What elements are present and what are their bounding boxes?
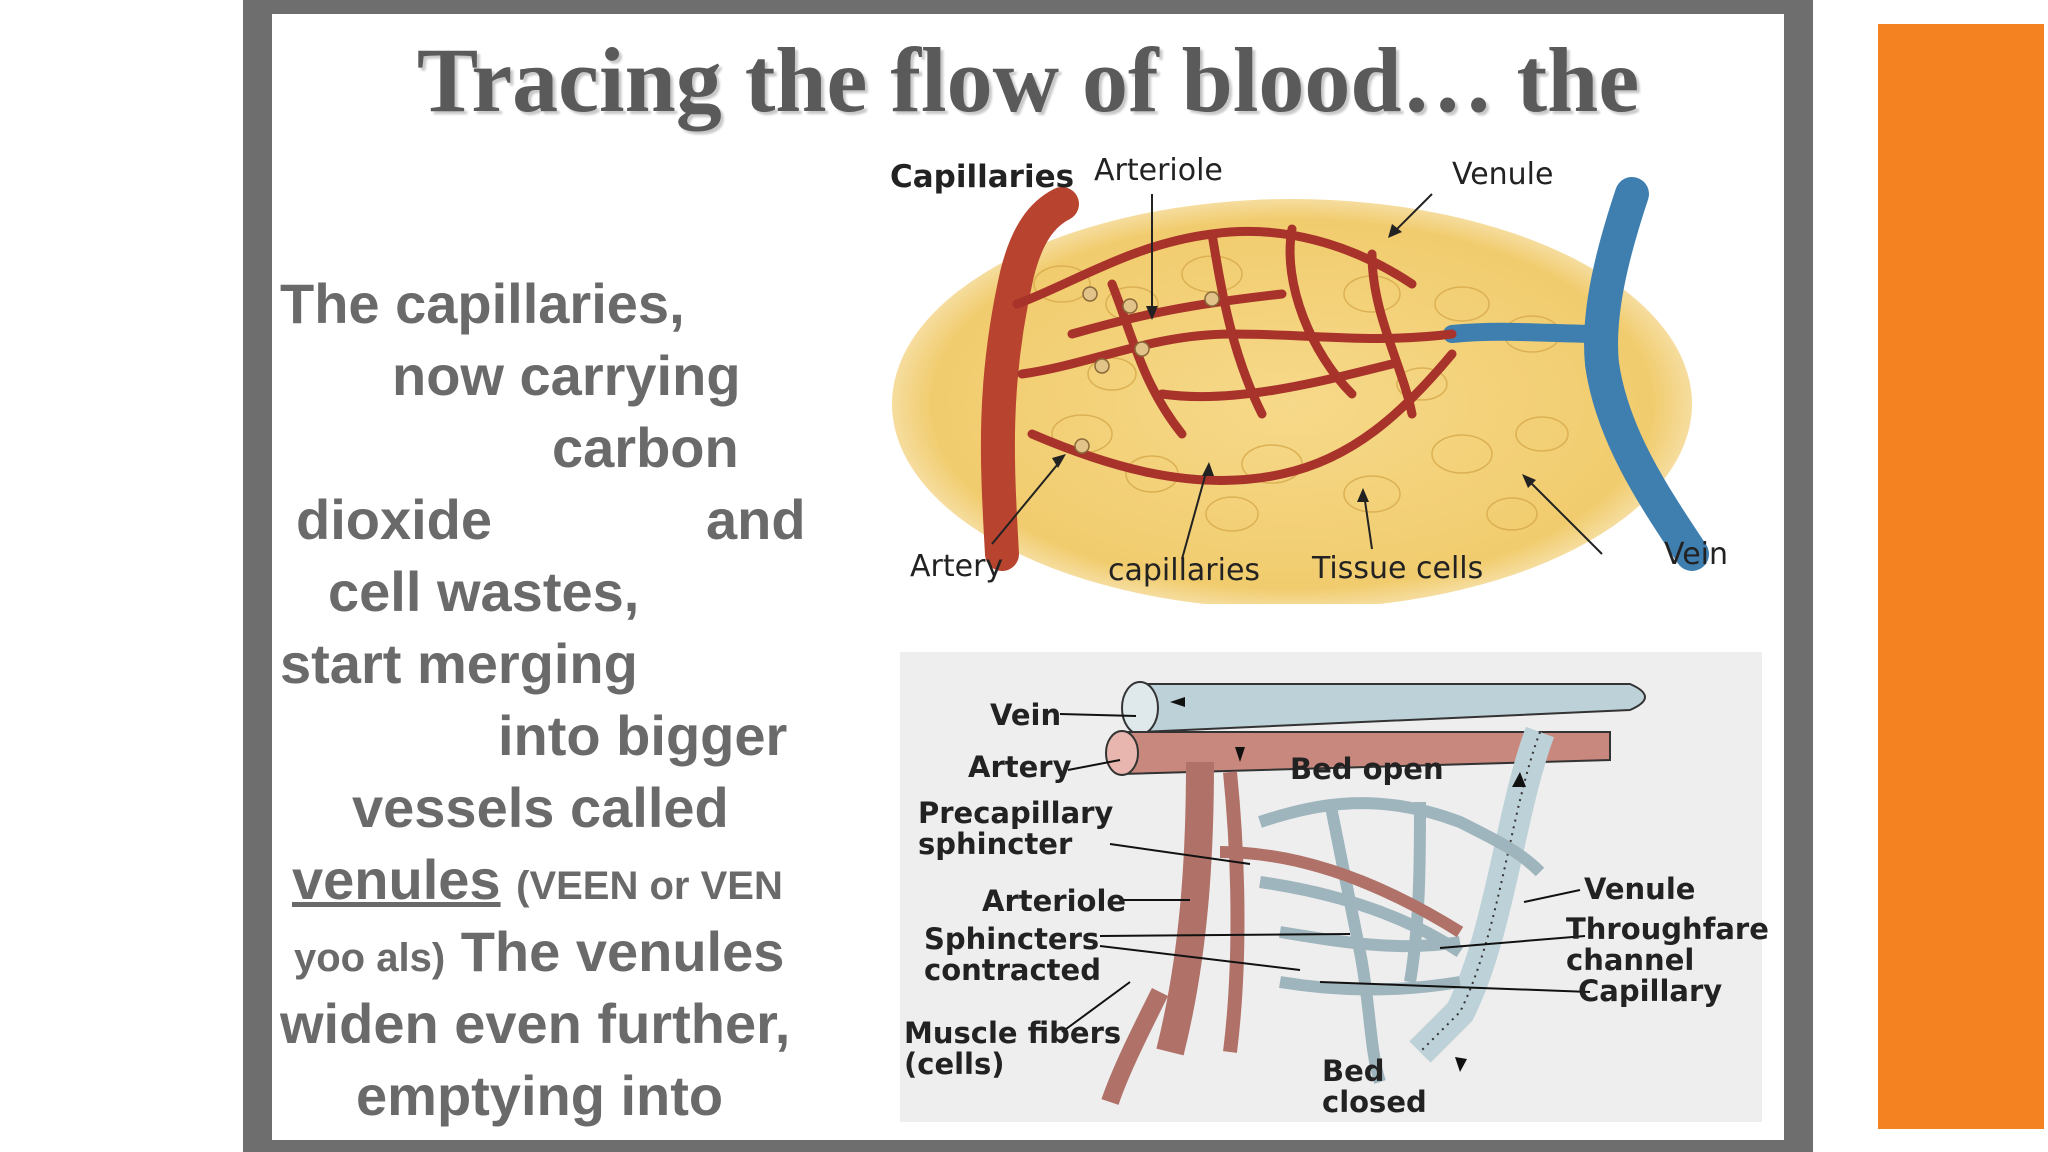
- body-line-11: widen even further,: [280, 992, 791, 1055]
- body-line-10: yoo als) The venules: [294, 924, 784, 980]
- body-line-12: emptying into: [356, 1064, 724, 1127]
- body-line-2: now carrying: [392, 344, 741, 407]
- body-line-8: vessels called: [352, 776, 729, 839]
- body-line-3: carbon: [552, 416, 739, 479]
- schematic-vein: [1139, 683, 1646, 734]
- schematic-venule: [1409, 726, 1555, 1063]
- schematic-capillaries: [1258, 797, 1545, 1084]
- label-tissue-cells: Tissue cells: [1312, 551, 1484, 586]
- venule-vessel: [1443, 322, 1611, 343]
- label-vein: Vein: [1664, 537, 1728, 572]
- pointer-lines: [991, 193, 1603, 560]
- schematic-label-sphincters: Sphincters contracted: [924, 922, 1101, 988]
- body-line-9: venules (VEEN or VEN: [292, 852, 783, 908]
- body-line-10-text: The venules: [460, 920, 785, 983]
- capillary-network: [1012, 224, 1457, 485]
- schematic-label-bed-closed: Bed closed: [1322, 1054, 1427, 1120]
- body-line-4: dioxide: [296, 488, 493, 551]
- slide-content: Tracing the flow of blood… the The capil…: [272, 14, 1784, 1140]
- pointer-arrowheads: [1052, 224, 1536, 502]
- label-venule: Venule: [1452, 157, 1554, 192]
- capillary-bed-diagram: Capillaries Arteriole Venule Artery capi…: [812, 134, 1782, 609]
- schematic-label-artery: Artery: [968, 750, 1072, 784]
- label-capillaries: capillaries: [1108, 553, 1261, 588]
- tissue-area: [892, 199, 1692, 609]
- schematic-label-capillary: Capillary: [1578, 974, 1723, 1008]
- schematic-label-arteriole: Arteriole: [982, 884, 1127, 918]
- schematic-label-venule: Venule: [1584, 872, 1696, 906]
- artery-vessel: [980, 187, 1079, 571]
- schematic-arteriole: [1156, 761, 1214, 1056]
- body-line-4b: and: [706, 488, 806, 551]
- venules-term: venules: [292, 848, 501, 911]
- vein-vessel: [1584, 177, 1709, 571]
- sphincter-rings: [1074, 286, 1220, 454]
- capillary-bed-illustration: [892, 177, 1709, 609]
- label-artery: Artery: [910, 549, 1004, 584]
- body-line-6: start merging: [280, 632, 638, 695]
- capillary-bed-schematic-drawing: [900, 652, 1762, 1122]
- schematic-flow-arrows: [1170, 697, 1526, 1072]
- schematic-label-bed-open: Bed open: [1290, 752, 1444, 786]
- capillaries-diagram-title: Capillaries: [890, 159, 1075, 195]
- pronunciation-2: yoo als): [294, 936, 446, 980]
- schematic-pointer-lines: [1059, 713, 1591, 1033]
- slide-title: Tracing the flow of blood… the: [416, 29, 1640, 131]
- accent-bar: [1878, 24, 2044, 1129]
- body-line-1: The capillaries,: [280, 272, 685, 335]
- capillary-bed-schematic: Vein Artery Bed open Precapillary sphinc…: [900, 652, 1769, 1122]
- schematic-background: [900, 652, 1762, 1122]
- schematic-label-muscle-fibers: Muscle fibers (cells): [904, 1016, 1122, 1082]
- schematic-label-vein: Vein: [990, 698, 1062, 732]
- pronunciation-1: (VEEN or VEN: [516, 864, 783, 908]
- schematic-label-precapillary: Precapillary sphincter: [918, 796, 1114, 862]
- body-line-5: cell wastes,: [328, 560, 640, 623]
- label-arteriole: Arteriole: [1094, 153, 1223, 188]
- body-line-7: into bigger: [498, 704, 788, 767]
- schematic-label-throughfare: Throughfare channel: [1566, 912, 1769, 978]
